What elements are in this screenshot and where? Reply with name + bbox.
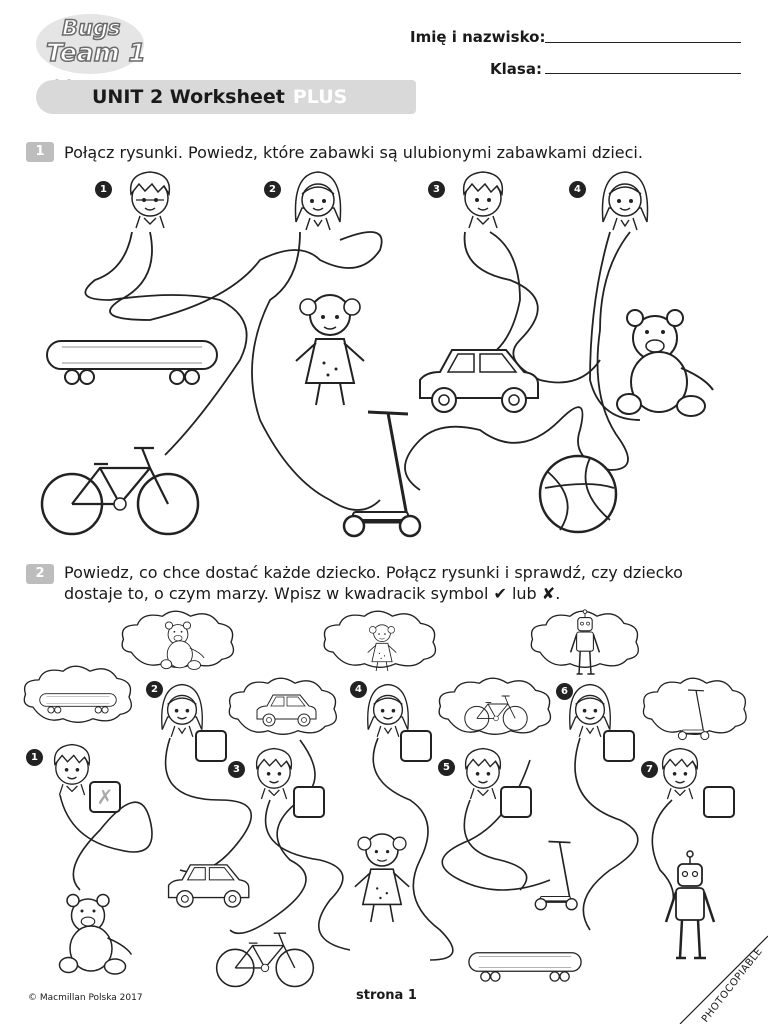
- task2-car: [167, 864, 250, 908]
- task1-teddy: [616, 309, 714, 417]
- name-label: Imię i nazwisko:: [410, 28, 546, 46]
- task2-badge-2: 2: [146, 681, 163, 698]
- task1-instruction: Połącz rysunki. Powiedz, które zabawki s…: [64, 143, 643, 162]
- class-field[interactable]: [545, 73, 741, 74]
- task2-kid-2: [161, 683, 203, 738]
- task1-kid-2: [294, 171, 342, 231]
- banner-title: UNIT 2 Worksheet PLUS: [92, 86, 347, 108]
- task2-teddy: [58, 893, 133, 975]
- task2-instruction-line2: dostaje to, o czym marzy. Wpisz w kwadra…: [64, 584, 561, 603]
- task2-skateboard: [468, 952, 582, 982]
- task2-scooter: [534, 840, 578, 911]
- class-label: Klasa:: [490, 60, 542, 78]
- task2-badge-1: 1: [26, 749, 43, 766]
- task1-bike: [40, 446, 200, 536]
- copyright: © Macmillan Polska 2017: [28, 993, 143, 1003]
- task1-badge-2: 2: [264, 181, 281, 198]
- task2-kid-7: [661, 747, 699, 800]
- task2-number: 2: [26, 564, 54, 584]
- task2-checkbox-4[interactable]: [400, 730, 432, 762]
- task1-kid-1: [129, 171, 171, 229]
- logo-badge: [36, 14, 144, 74]
- task2-checkbox-3[interactable]: [293, 786, 325, 818]
- logo-line1: Bugs: [61, 15, 121, 41]
- unit-banner: [36, 80, 416, 114]
- task1-badge-4: 4: [569, 181, 586, 198]
- task1-badge-3: 3: [428, 181, 445, 198]
- task2-checkbox-7[interactable]: [703, 786, 735, 818]
- task1-ball: [538, 454, 618, 534]
- bugs-team-logo: Bugs Team 1: [36, 14, 146, 78]
- task1-car: [419, 349, 539, 413]
- task1-doll: [295, 294, 365, 406]
- task2-kid-3: [255, 747, 293, 800]
- name-field[interactable]: [545, 42, 741, 43]
- task1-badge-1: 1: [95, 181, 112, 198]
- task2-bike: [215, 932, 315, 988]
- page-number: strona 1: [356, 988, 417, 1003]
- task1-number: 1: [26, 142, 54, 162]
- task2-badge-7: 7: [641, 761, 658, 778]
- task1-skateboard: [46, 340, 218, 385]
- task2-maze-lines: [59, 737, 675, 961]
- task2-checkbox-1[interactable]: ✗: [89, 781, 121, 813]
- task2-instruction-line1: Powiedz, co chce dostać każde dziecko. P…: [64, 563, 683, 582]
- logo-line2: Team 1: [45, 37, 146, 68]
- task2-checkbox-2[interactable]: [195, 730, 227, 762]
- banner-unit-text: UNIT 2 Worksheet: [92, 86, 285, 108]
- task2-kid-4: [367, 683, 409, 738]
- task1-maze-lines: [84, 231, 641, 511]
- task2-badge-4: 4: [350, 681, 367, 698]
- task2-badge-5: 5: [438, 759, 455, 776]
- task2-doll: [353, 833, 411, 923]
- photocopiable-corner: [679, 935, 768, 1024]
- task2-kid-1: [53, 743, 91, 796]
- task1-kid-4: [601, 171, 649, 231]
- task1-scooter: [342, 410, 422, 538]
- task2-kid-5: [464, 747, 502, 800]
- task2-checkbox-6[interactable]: [603, 730, 635, 762]
- task2-kid-6: [569, 683, 611, 738]
- task2-robot: [664, 849, 716, 960]
- task2-checkbox-5[interactable]: [500, 786, 532, 818]
- task2-badge-3: 3: [228, 761, 245, 778]
- banner-plus-text: PLUS: [292, 86, 348, 108]
- task1-kid-3: [462, 171, 504, 229]
- task2-badge-6: 6: [556, 683, 573, 700]
